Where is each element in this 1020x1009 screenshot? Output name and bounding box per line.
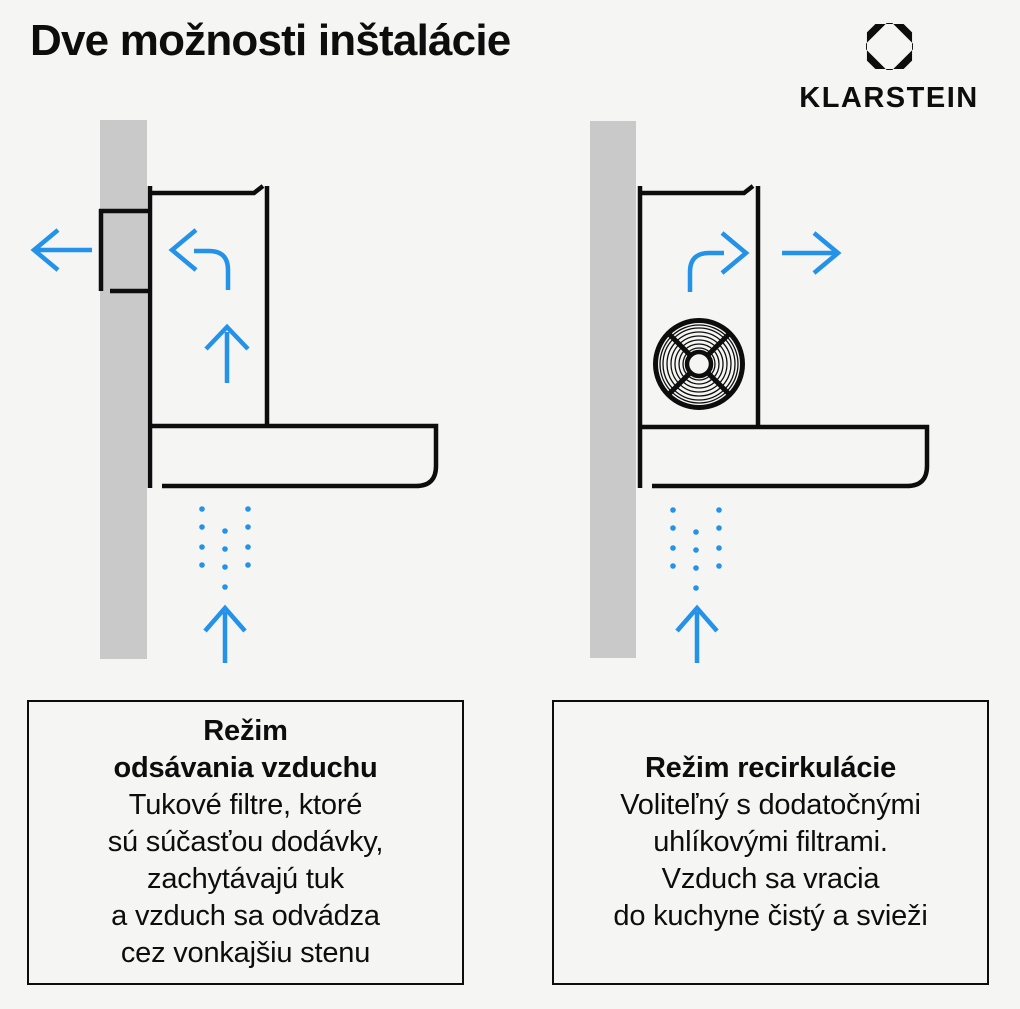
caption-body-line: a vzduch sa odvádza: [111, 900, 380, 932]
brand-logo: KLARSTEIN: [791, 23, 987, 115]
arrow-bend-right-icon: [687, 231, 750, 292]
cooker-hood-outline: [637, 184, 930, 489]
arrow-bend-left-icon: [168, 228, 231, 290]
recirculation-mode-diagram: [590, 121, 930, 663]
recirculation-mode-caption-box: Režim recirkulácie Voliteľný s dodatočný…: [552, 700, 989, 985]
caption-body-line: zachytávajú tuk: [147, 863, 344, 895]
fan-grille-icon: [653, 318, 745, 410]
arrow-up-intake-icon: [203, 604, 247, 663]
steam-dots-icon: [199, 506, 251, 590]
caption-body-line: Voliteľný s dodatočnými: [620, 789, 921, 821]
arrow-right-icon: [782, 231, 842, 275]
arrow-up-icon: [204, 323, 250, 383]
caption-body-line: do kuchyne čistý a svieži: [613, 900, 928, 932]
caption-heading-line: Režim recirkulácie: [644, 752, 897, 784]
caption-body-line: sú súčasťou dodávky,: [107, 826, 384, 858]
caption-body-line: cez vonkajšiu stenu: [120, 937, 371, 969]
wall: [590, 121, 636, 658]
caption-body-line: uhlíkovými filtrami.: [653, 826, 888, 858]
extraction-mode-diagram: [30, 120, 439, 663]
arrow-up-intake-icon: [675, 604, 719, 663]
caption-heading-line: Režim: [203, 715, 288, 747]
cooker-hood-outline: [147, 184, 439, 489]
caption-body-line: Tukové filtre, ktoré: [128, 789, 363, 821]
wall: [100, 120, 147, 659]
extraction-mode-caption-box: Režim odsávania vzduchu Tukové filtre, k…: [27, 700, 464, 985]
steam-dots-icon: [670, 507, 722, 591]
brand-name: KLARSTEIN: [799, 82, 979, 114]
page-title: Dve možnosti inštalácie: [30, 16, 511, 65]
caption-body-line: Vzduch sa vracia: [661, 863, 880, 895]
wall-duct-icon: [98, 208, 150, 294]
arrow-left-icon: [30, 228, 92, 272]
caption-heading-line: odsávania vzduchu: [113, 752, 378, 784]
